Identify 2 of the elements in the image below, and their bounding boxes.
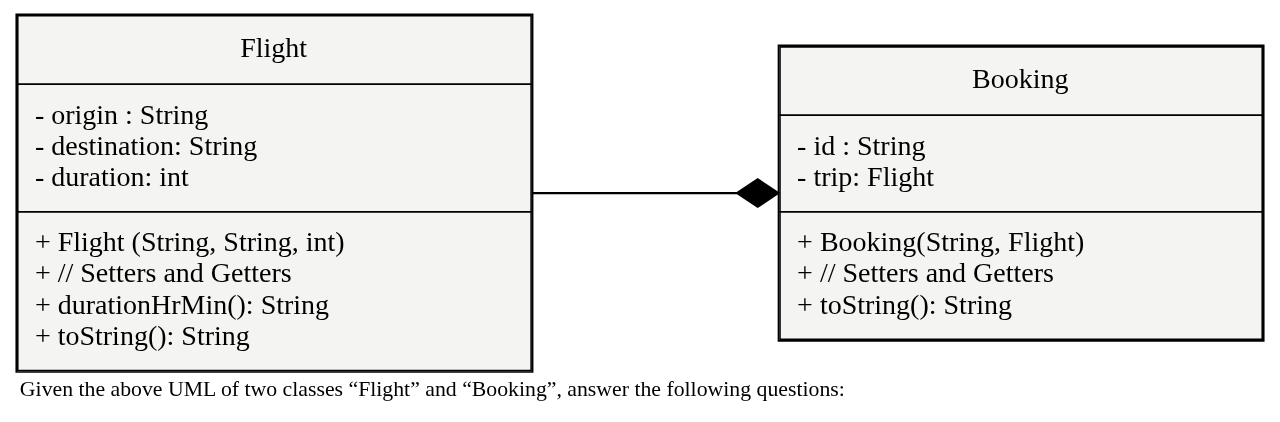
caption: Given the above UML of two classes “Flight” and “Booking”, answer the following questions: [19, 376, 845, 401]
connector [532, 178, 781, 209]
